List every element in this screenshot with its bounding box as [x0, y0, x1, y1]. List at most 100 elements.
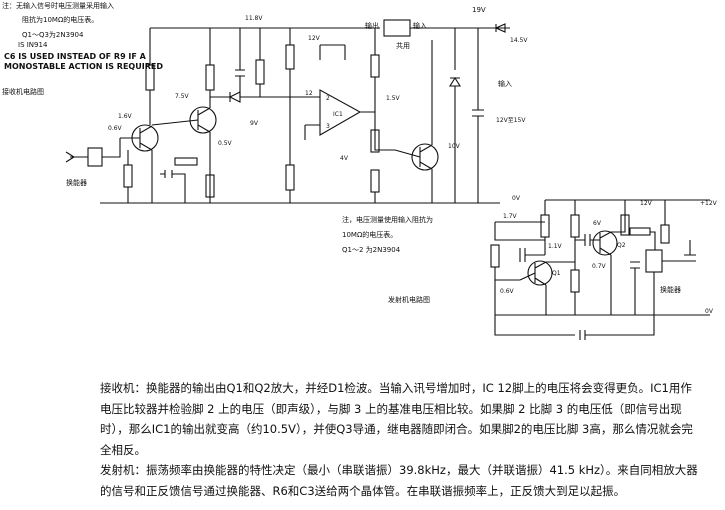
- r8-resistor: [285, 44, 295, 70]
- c3-capacitor: [235, 28, 245, 97]
- tx-v-0-7: 0.7V: [592, 263, 607, 270]
- v-10: 10V: [448, 143, 461, 150]
- v-1-6: 1.6V: [118, 113, 133, 120]
- tx-r3-resistor: [570, 214, 580, 238]
- r11-resistor: [370, 129, 380, 153]
- receiver-note-line-4: IS IN914: [18, 41, 48, 49]
- d2-diode: [449, 28, 461, 203]
- tx-v-6: 6V: [593, 220, 602, 227]
- q2-transistor: [189, 106, 217, 134]
- ic1-label: IC1: [333, 111, 343, 118]
- tx-plus-12: +12V: [700, 200, 718, 207]
- ic1-pin2-label: 2: [326, 95, 330, 102]
- tx-r1-resistor: [490, 244, 500, 268]
- r9-resistor: [285, 164, 295, 191]
- tx-rail-drops: [544, 200, 666, 225]
- receiver-circuit: 换能器 2 3 IC1 12: [65, 6, 528, 204]
- tx-v-1-7: 1.7V: [503, 213, 518, 220]
- tx-transducer-label: 换能器: [660, 285, 681, 294]
- r10-resistor: [370, 54, 380, 78]
- q1-symbol: [139, 125, 153, 151]
- supply-v19: 19V: [472, 6, 486, 14]
- q3-symbol: [394, 40, 433, 203]
- tx-q1-label: Q1: [552, 270, 561, 277]
- c1-capacitor: [160, 170, 186, 203]
- q2-leads: [151, 90, 211, 203]
- supply-range-label: 12V至15V: [496, 117, 526, 124]
- receiver-transducer: [87, 147, 103, 167]
- v-9: 9V: [250, 120, 259, 127]
- v-1-5: 1.5V: [386, 95, 401, 102]
- receiver-note-line-5: C6 IS USED INSTEAD OF R9 IF A: [4, 52, 147, 61]
- v-4: 4V: [340, 155, 349, 162]
- r3-resistor: [174, 157, 198, 166]
- ic1-pin3-label: 3: [326, 123, 330, 130]
- tx-r2-resistor: [540, 214, 550, 238]
- tx-r6-wire: [650, 231, 656, 250]
- tx-q2-label: Q2: [617, 242, 626, 249]
- ic1-pin12-label: 12: [305, 90, 313, 97]
- transmitter-note-line-1: 注，电压测量使用输入阻抗为: [342, 215, 433, 224]
- c5-capacitor: [319, 44, 346, 60]
- tx-r7-resistor: [660, 224, 670, 244]
- tx-q2-symbol: [599, 215, 626, 315]
- q3-transistor: [411, 143, 439, 171]
- receiver-paragraph: 接收机：换能器的输出由Q1和Q2放大，并经D1检波。当输入讯号增加时，IC 12…: [100, 381, 693, 457]
- receiver-diagram-title: 接收机电路图: [2, 87, 44, 96]
- tx-zero-v: 0V: [705, 308, 714, 315]
- receiver-transducer-label: 换能器: [66, 178, 87, 187]
- r5-resistor: [205, 174, 215, 198]
- v-7-5: 7.5V: [175, 93, 190, 100]
- relay-coil: [383, 19, 411, 37]
- q1-leads: [120, 137, 153, 203]
- c6-capacitor: [472, 28, 484, 203]
- relay-input-label: 输入: [413, 21, 427, 30]
- transmitter-note-line-2: 10MΩ的电压表。: [342, 230, 397, 239]
- v-11-8: 11.8V: [245, 15, 263, 22]
- transmitter-circuit: 换能器 +12V 12V 1.7V 1.1V 6V 0.7V 0.6V 0V Q…: [490, 199, 718, 340]
- tx-transducer: [645, 249, 663, 273]
- receiver-note-line-1: 注：无输入信号时电压测量采用输入: [2, 1, 114, 10]
- r2-resistor: [145, 64, 155, 91]
- receiver-notes: 注：无输入信号时电压测量采用输入 阻抗为10MΩ的电压表。 Q1～Q3为2N39…: [2, 1, 163, 96]
- q2-symbol: [197, 107, 211, 133]
- tx-v-0-6: 0.6V: [500, 288, 515, 295]
- receiver-note-line-3: Q1～Q3为2N3904: [22, 30, 84, 39]
- tx-v-12: 12V: [640, 200, 653, 207]
- tx-q2-transistor: [592, 230, 618, 256]
- d3-diode: [486, 23, 506, 33]
- receiver-note-line-2: 阻抗为10MΩ的电压表。: [22, 15, 98, 24]
- transmitter-paragraph: 发射机：振荡频率由换能器的特性决定（最小（串联谐振）39.8kHz，最大（并联谐…: [100, 463, 698, 498]
- tx-r5-resistor: [620, 214, 630, 236]
- relay-output-label: 输出: [365, 21, 379, 30]
- tx-c6-capacitor: [684, 240, 696, 262]
- transmitter-diagram-title: 发射机电路图: [388, 295, 430, 304]
- transmitter-notes: 注，电压测量使用输入阻抗为 10MΩ的电压表。 Q1～2 为2N3904 发射机…: [342, 215, 433, 304]
- tx-q1-transistor: [527, 260, 553, 286]
- transmitter-note-line-3: Q1～2 为2N3904: [342, 245, 401, 254]
- receiver-note-line-6: MONOSTABLE ACTION IS REQUIRED: [4, 62, 163, 71]
- ic1-output: [360, 111, 395, 151]
- r12-resistor: [370, 169, 380, 193]
- tx-c4-capacitor: [630, 261, 640, 315]
- relay-common-label: 共用: [396, 41, 410, 50]
- v-12: 12V: [308, 35, 321, 42]
- tx-c2-capacitor: [575, 234, 600, 246]
- r7-resistor: [255, 59, 265, 85]
- tx-r4-resistor: [570, 269, 580, 293]
- v-0-6: 0.6V: [108, 125, 123, 132]
- tx-r1-wire: [494, 267, 520, 281]
- ic1-inputs: [290, 96, 320, 140]
- tx-c5-feedback: [494, 280, 655, 340]
- tx-top-rail: [494, 199, 710, 241]
- d1-diode: [210, 91, 290, 103]
- tx-r3-r4-wire: [546, 237, 576, 315]
- tx-q1-symbol: [519, 261, 547, 315]
- r1-resistor: [123, 164, 133, 188]
- ic1-comparator: [319, 89, 362, 136]
- r4-resistor: [205, 64, 215, 91]
- tx-v-1-1: 1.1V: [548, 243, 563, 250]
- supply-v14-5: 14.5V: [510, 37, 528, 44]
- input-arrow-icon: [65, 151, 76, 163]
